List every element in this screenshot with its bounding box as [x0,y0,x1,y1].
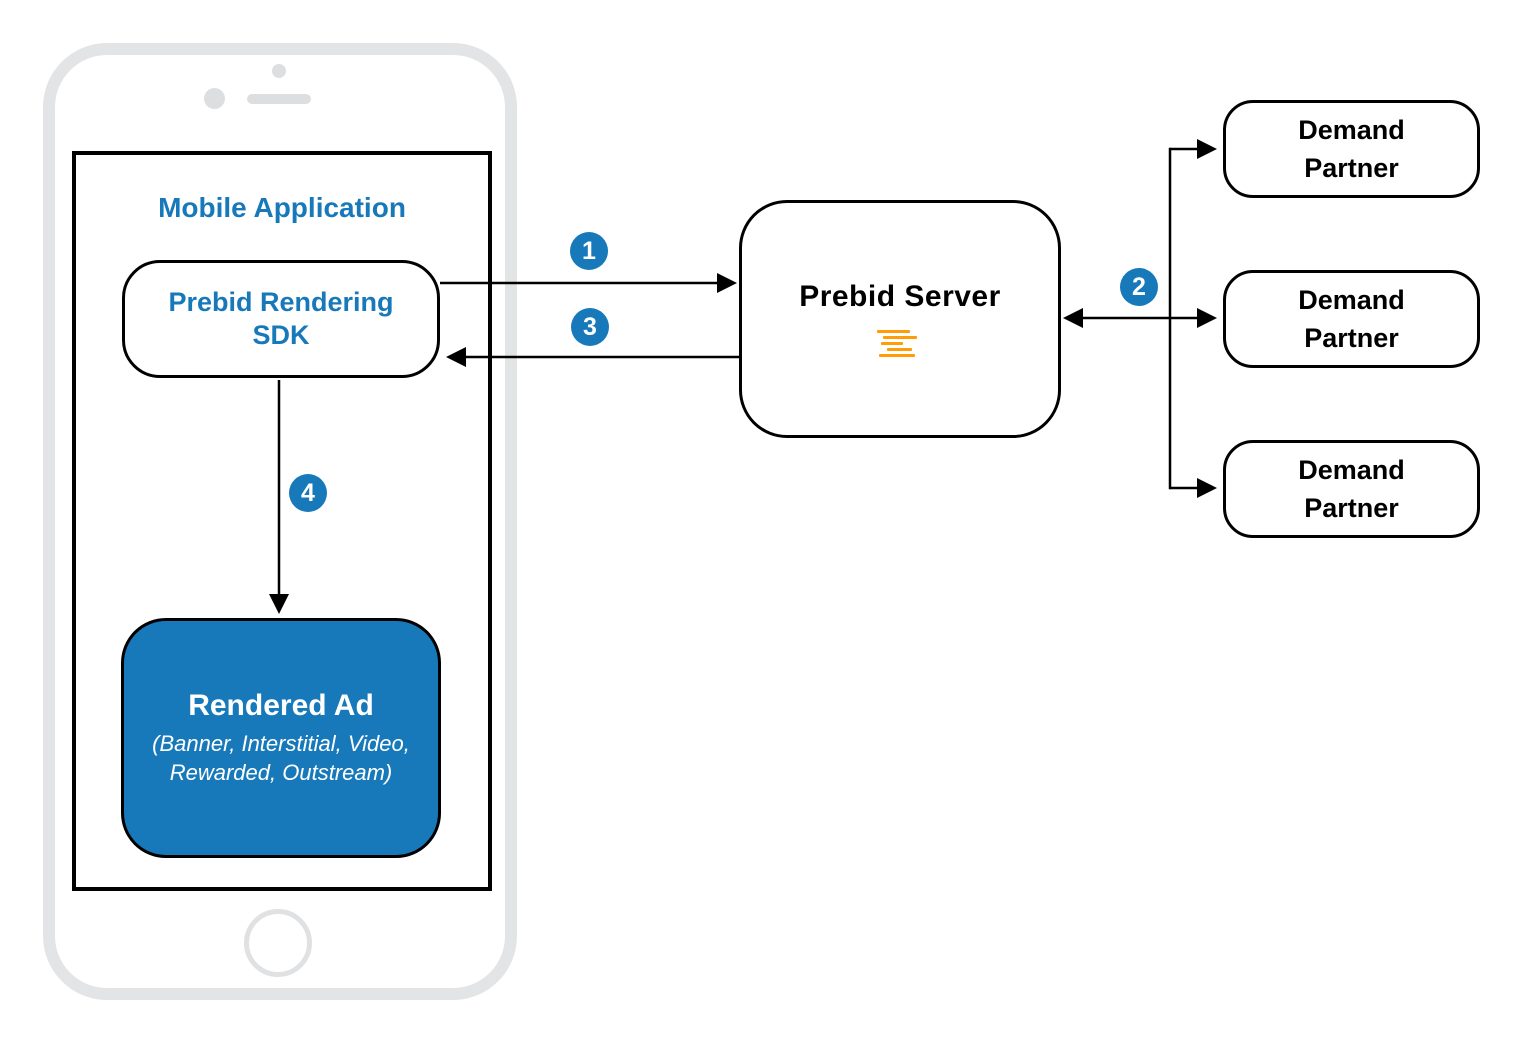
demand-partner-box-2: Demand Partner [1223,270,1480,368]
demand-partner-label: Demand Partner [1298,115,1405,183]
prebid-sdk-box: Prebid Rendering SDK [122,260,440,378]
mobile-app-title: Mobile Application [158,192,406,223]
demand-partner-box-3: Demand Partner [1223,440,1480,538]
prebid-sdk-label: Prebid Rendering SDK [168,287,394,350]
sensor-dot-icon [272,64,286,78]
step-badge-2: 2 [1120,268,1158,306]
demand-partner-box-1: Demand Partner [1223,100,1480,198]
step-badge-3: 3 [571,308,609,346]
rendered-ad-subtitle-line1: (Banner, Interstitial, Video, [152,731,410,756]
demand-partner-label: Demand Partner [1298,285,1405,353]
step-badge-4: 4 [289,474,327,512]
prebid-server-box: Prebid Server [739,200,1061,438]
prebid-server-label: Prebid Server [799,280,1001,313]
step-badge-1: 1 [570,232,608,270]
rendered-ad-title: Rendered Ad [188,689,374,722]
speaker-bar-icon [247,94,311,104]
prebid-logo-icon [877,330,923,358]
demand-partner-label: Demand Partner [1298,455,1405,523]
home-button-icon [244,909,312,977]
front-camera-icon [204,88,225,109]
rendered-ad-box: Rendered Ad (Banner, Interstitial, Video… [121,618,441,858]
rendered-ad-subtitle: (Banner, Interstitial, Video, Rewarded, … [126,729,436,787]
rendered-ad-subtitle-line2: Rewarded, Outstream) [169,760,393,785]
